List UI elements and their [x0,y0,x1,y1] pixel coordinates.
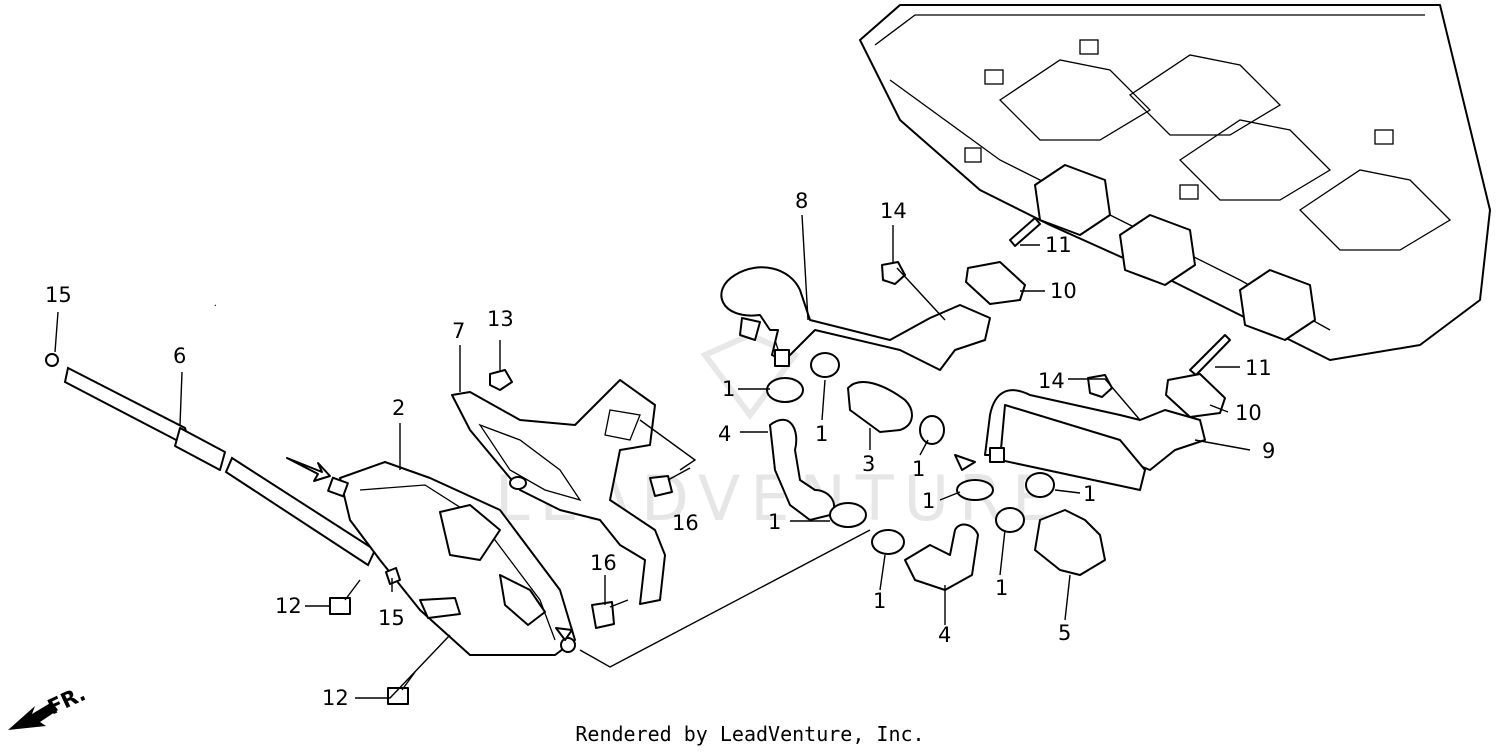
callout-9: 9 [1262,439,1275,463]
callout-12: 12 [322,686,349,710]
callout-3: 3 [862,452,875,476]
gaskets-10 [965,261,1226,418]
callout-11: 11 [1245,356,1272,380]
callout-1: 1 [912,457,925,481]
callout-15: 15 [378,606,405,630]
callout-4: 4 [938,623,951,647]
callout-14: 14 [880,199,907,223]
callout-1: 1 [922,489,935,513]
callout-8: 8 [795,189,808,213]
callout-11: 11 [1045,233,1072,257]
hose-5 [1034,509,1106,576]
callout-13: 13 [487,307,514,331]
cylinder-head [859,4,1491,361]
pipe-8 [720,266,991,371]
callout-1: 1 [815,422,828,446]
air-cut-valve [327,461,576,656]
callout-15: 15 [45,283,72,307]
callout-1: 1 [995,576,1008,600]
bracket-7 [451,379,666,605]
nut-14a [881,261,906,285]
callout-1: 1 [722,377,735,401]
callout-16: 16 [672,511,699,535]
direction-label: FR. [44,681,89,719]
callouts: 15 6 2 7 13 16 16 12 15 12 8 14 11 10 1 … [45,189,1275,710]
bolt-16 [591,467,691,629]
clamps-1 [766,352,1055,555]
rod-6 [45,353,377,567]
nut-13 [489,369,513,391]
pipe-9 [984,389,1206,491]
callout-14: 14 [1038,369,1065,393]
callout-5: 5 [1058,621,1071,645]
hose-3 [847,381,913,433]
hose-4b [904,523,979,591]
callout-16: 16 [590,551,617,575]
callout-10: 10 [1050,279,1077,303]
footer-credit: Rendered by LeadVenture, Inc. [575,722,925,746]
callout-7: 7 [452,319,465,343]
callout-1: 1 [768,510,781,534]
callout-6: 6 [173,344,186,368]
callout-12: 12 [275,594,302,618]
studs-11 [1009,217,1231,376]
callout-10: 10 [1235,401,1262,425]
callout-4: 4 [718,422,731,446]
callout-1: 1 [1083,482,1096,506]
callout-1: 1 [873,589,886,613]
leader-lines [54,214,1251,699]
callout-2: 2 [392,396,405,420]
